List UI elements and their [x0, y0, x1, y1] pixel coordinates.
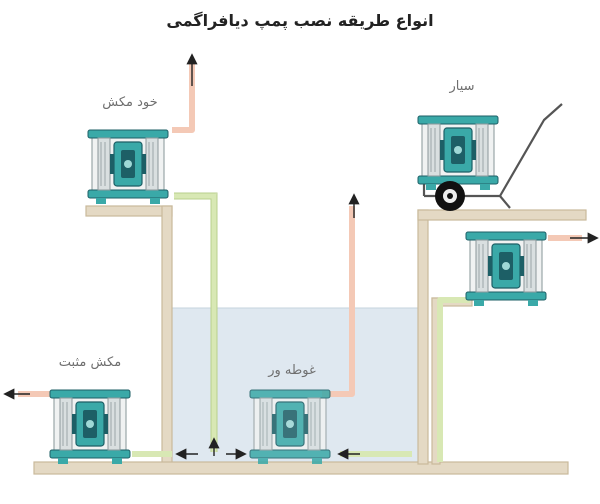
- label-submersible: غوطه ور: [267, 363, 316, 378]
- submersible-pump: [249, 389, 331, 465]
- label-flooded-suction: مکش مثبت: [59, 355, 121, 370]
- label-mobile: سیار: [448, 79, 474, 94]
- mobile-pump: [417, 115, 499, 191]
- flow-arrow-icon: [3, 53, 599, 460]
- label-self-priming: خود مکش: [102, 95, 157, 110]
- suction-pipe-edges: [174, 192, 218, 452]
- diagram-title: انواع طریقه نصب پمپ دیافراگمی: [166, 11, 433, 31]
- suction-pipes: [132, 193, 470, 462]
- flooded-suction-pump: [49, 389, 131, 465]
- cart-wheel-icon: [435, 181, 465, 211]
- self-priming-pump: [87, 129, 169, 205]
- ledge-pump: [465, 231, 547, 307]
